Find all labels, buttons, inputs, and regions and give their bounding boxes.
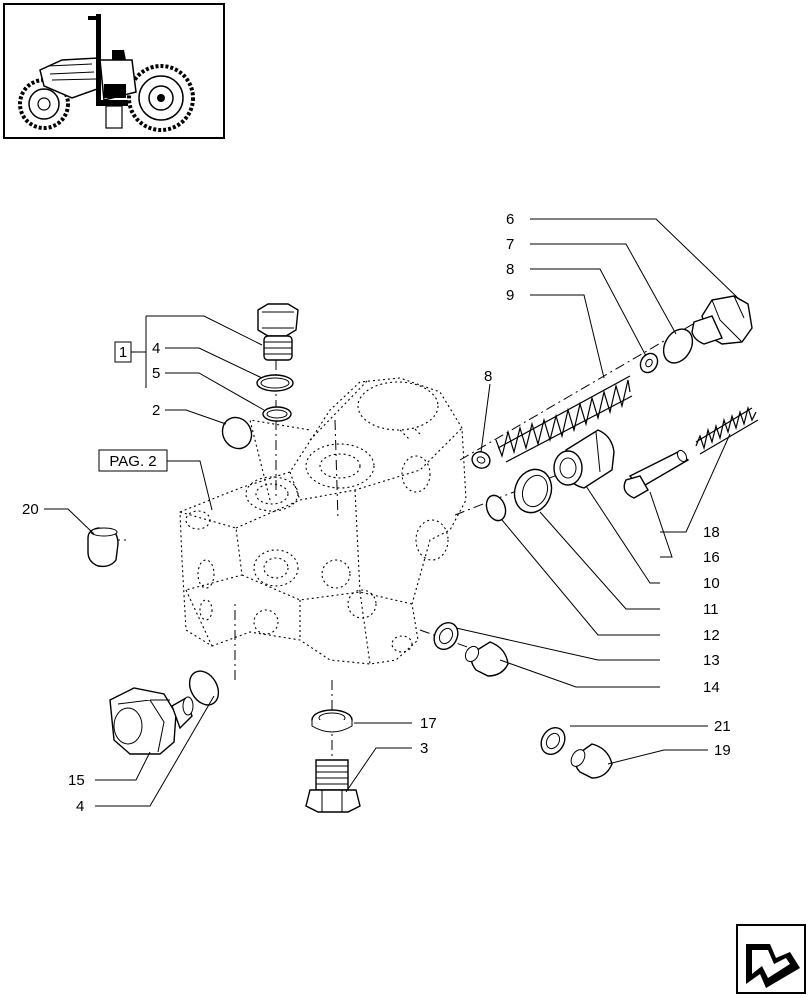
callout-10: 10 xyxy=(703,575,720,592)
callout-7: 7 xyxy=(506,236,514,253)
spring-18 xyxy=(695,405,759,455)
callout-2: 2 xyxy=(152,402,160,419)
callout-14: 14 xyxy=(703,679,720,696)
callout-17: 17 xyxy=(420,715,437,732)
callout-21: 21 xyxy=(714,718,731,735)
bolt-3 xyxy=(305,759,361,813)
o-ring-2 xyxy=(221,416,253,450)
plug-14 xyxy=(464,641,509,677)
piston-10 xyxy=(553,429,615,489)
callout-8-mid: 8 xyxy=(484,368,492,385)
page-reference-box[interactable]: PAG. 2 xyxy=(98,449,168,472)
washer-17 xyxy=(311,709,353,733)
callout-11: 11 xyxy=(703,601,719,618)
callout-15: 15 xyxy=(68,772,85,789)
o-ring-7 xyxy=(662,328,694,364)
callout-16: 16 xyxy=(703,549,720,566)
plug-part-1 xyxy=(257,303,299,361)
callout-4-bottom: 4 xyxy=(76,798,84,815)
callout-6: 6 xyxy=(506,211,514,228)
callout-13: 13 xyxy=(703,652,720,669)
plug-6 xyxy=(691,295,753,345)
spring-9 xyxy=(495,375,633,463)
pin-16 xyxy=(623,449,690,499)
callout-9: 9 xyxy=(506,287,514,304)
callout-12: 12 xyxy=(703,627,720,644)
cap-20 xyxy=(87,527,119,568)
callout-20: 20 xyxy=(22,501,39,518)
tractor-thumbnail-icon[interactable] xyxy=(3,3,225,139)
group-label: 1 xyxy=(119,344,127,361)
callout-19: 19 xyxy=(714,742,731,759)
o-ring-4-bottom xyxy=(188,670,220,706)
next-page-arrow-icon[interactable] xyxy=(736,924,806,994)
plug-19 xyxy=(570,743,613,779)
callout-5: 5 xyxy=(152,365,160,382)
callout-4-top: 4 xyxy=(152,340,160,357)
callout-3: 3 xyxy=(420,740,428,757)
valve-body-housing xyxy=(179,377,467,665)
fitting-15 xyxy=(109,687,194,755)
callout-18: 18 xyxy=(703,524,720,541)
callout-8-top: 8 xyxy=(506,261,514,278)
group-label-box: 1 xyxy=(114,341,132,363)
o-ring-12 xyxy=(485,494,507,522)
page-reference-label: PAG. 2 xyxy=(109,453,156,470)
